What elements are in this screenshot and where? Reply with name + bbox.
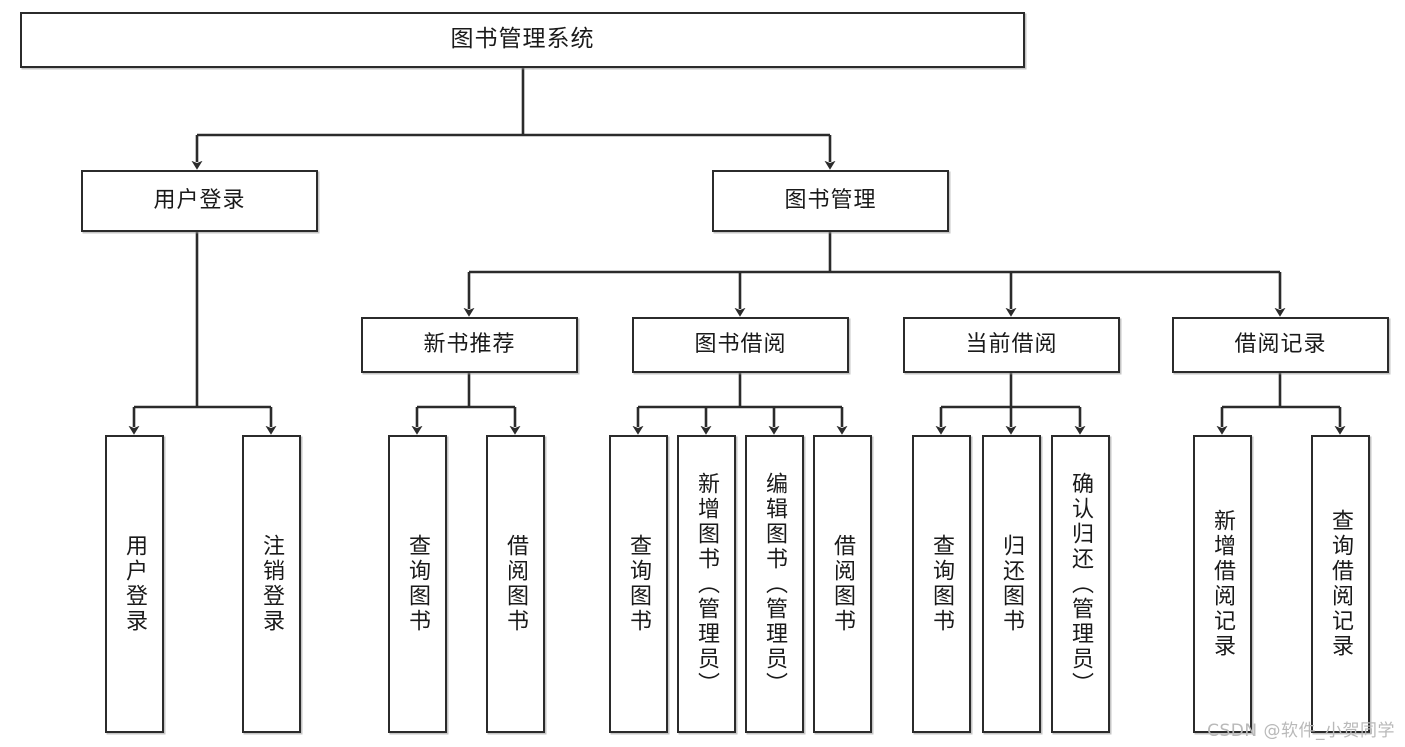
node-label: 图书管理系统 <box>450 26 595 53</box>
node-new-book-recommendation[interactable]: 新书推荐 <box>361 317 578 373</box>
node-label: 借阅记录 <box>1234 331 1327 357</box>
node-borrowing-record[interactable]: 借阅记录 <box>1172 317 1389 373</box>
node-user-login[interactable]: 用户登录 <box>81 170 318 232</box>
node-label: 查询图书 <box>405 534 431 634</box>
node-label: 用户登录 <box>153 187 246 213</box>
node-label: 确认归还（管理员） <box>1068 471 1094 697</box>
leaf-borrow-record-query[interactable]: 查询借阅记录 <box>1311 435 1370 733</box>
csdn-watermark: CSDN @软件_小贺同学 <box>1207 721 1395 741</box>
leaf-new-book-borrow[interactable]: 借阅图书 <box>486 435 545 733</box>
leaf-borrow-record-add[interactable]: 新增借阅记录 <box>1193 435 1252 733</box>
leaf-current-borrow-query[interactable]: 查询图书 <box>912 435 971 733</box>
node-current-borrowing[interactable]: 当前借阅 <box>903 317 1120 373</box>
leaf-book-borrow-borrow[interactable]: 借阅图书 <box>813 435 872 733</box>
leaf-current-borrow-return[interactable]: 归还图书 <box>982 435 1041 733</box>
node-label: 用户登录 <box>122 534 148 634</box>
leaf-book-borrow-edit-admin[interactable]: 编辑图书（管理员） <box>745 435 804 733</box>
node-label: 图书借阅 <box>694 331 787 357</box>
node-label: 新增借阅记录 <box>1210 509 1236 659</box>
node-label: 查询图书 <box>929 534 955 634</box>
node-book-management[interactable]: 图书管理 <box>712 170 949 232</box>
node-label: 借阅图书 <box>503 534 529 634</box>
node-label: 归还图书 <box>999 534 1025 634</box>
node-label: 查询图书 <box>626 534 652 634</box>
leaf-current-borrow-confirm-return-admin[interactable]: 确认归还（管理员） <box>1051 435 1110 733</box>
leaf-user-login-login[interactable]: 用户登录 <box>105 435 164 733</box>
node-label: 当前借阅 <box>965 331 1058 357</box>
node-label: 查询借阅记录 <box>1328 509 1354 659</box>
node-label: 图书管理 <box>784 187 877 213</box>
node-label: 编辑图书（管理员） <box>762 471 788 697</box>
node-label: 注销登录 <box>259 534 285 634</box>
node-label: 借阅图书 <box>830 534 856 634</box>
leaf-user-login-logout[interactable]: 注销登录 <box>242 435 301 733</box>
node-label: 新书推荐 <box>423 331 516 357</box>
node-book-borrowing[interactable]: 图书借阅 <box>632 317 849 373</box>
leaf-book-borrow-add-admin[interactable]: 新增图书（管理员） <box>677 435 736 733</box>
leaf-book-borrow-query[interactable]: 查询图书 <box>609 435 668 733</box>
node-root-book-management-system[interactable]: 图书管理系统 <box>20 12 1025 68</box>
leaf-new-book-query[interactable]: 查询图书 <box>388 435 447 733</box>
node-label: 新增图书（管理员） <box>694 471 720 697</box>
